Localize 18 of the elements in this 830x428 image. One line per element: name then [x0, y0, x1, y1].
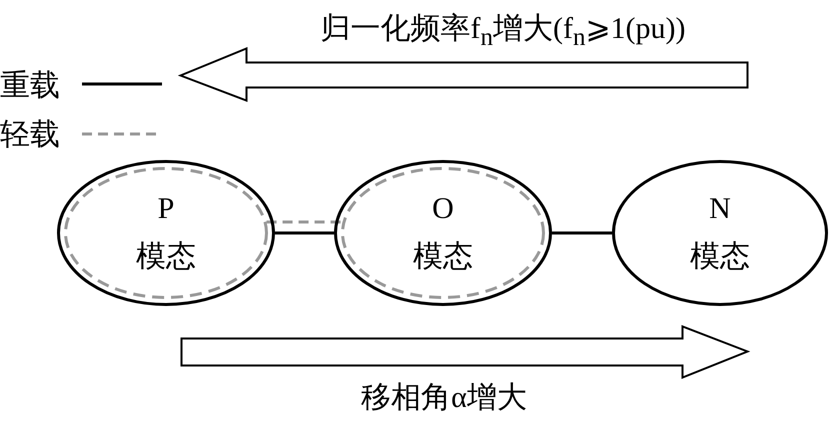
mode-ellipse — [612, 160, 828, 306]
mode-letter: O — [432, 193, 454, 225]
dashed-ellipse — [341, 167, 545, 299]
legend-label: 重载 — [0, 69, 60, 103]
mode-letter: N — [709, 193, 731, 225]
arrow-caption: 归一化频率f$_{n}$增大(f$_{n}$⩾1(pu)) — [320, 12, 686, 53]
outer-ellipse — [334, 160, 552, 306]
connector-line — [275, 232, 334, 234]
mode-label: 模态 — [413, 241, 473, 273]
mode-letter: P — [158, 193, 174, 225]
connector-line — [266, 220, 342, 224]
mode-label: 模态 — [690, 241, 750, 273]
arrow-caption: 移相角α增大 — [361, 381, 527, 415]
connector-line — [552, 232, 612, 234]
dashed-ellipse — [64, 167, 268, 299]
legend-label: 轻载 — [0, 118, 60, 152]
outer-ellipse — [57, 160, 275, 306]
mode-label: 模态 — [136, 241, 196, 273]
